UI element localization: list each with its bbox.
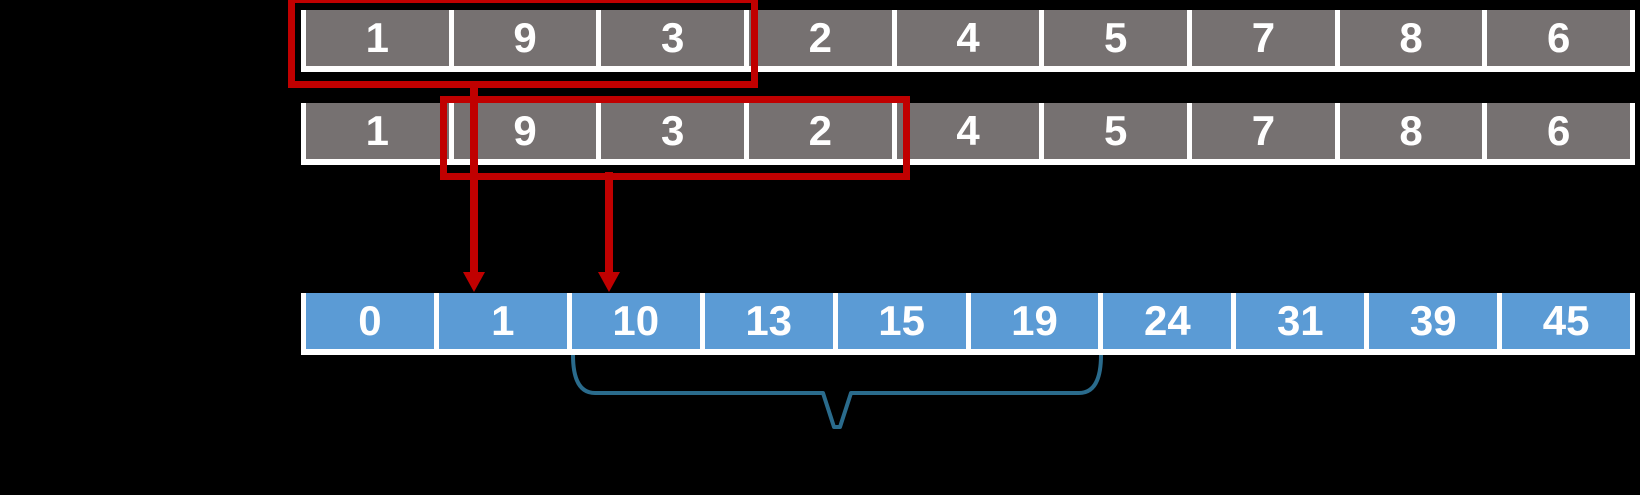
array-cell: 10 <box>571 293 700 349</box>
array-cell: 24 <box>1103 293 1232 349</box>
array-cell: 6 <box>1487 10 1631 66</box>
sliding-window-rect-top <box>288 0 758 88</box>
array-cell: 1 <box>438 293 567 349</box>
array-cell: 1 <box>306 103 449 159</box>
array-cell: 39 <box>1369 293 1498 349</box>
array-cell: 4 <box>896 10 1040 66</box>
array-cell: 2 <box>749 10 892 66</box>
array-cell: 7 <box>1192 10 1335 66</box>
window-start-arrow-head-icon <box>463 272 485 292</box>
array-cell: 1 <box>306 10 449 66</box>
array-cell: 8 <box>1339 103 1483 159</box>
array-cell: 5 <box>1044 10 1188 66</box>
array-cell: 45 <box>1502 293 1631 349</box>
array-cell: 13 <box>704 293 833 349</box>
array-cell: 4 <box>896 103 1040 159</box>
array-cell: 0 <box>306 293 434 349</box>
array-cell: 5 <box>1044 103 1188 159</box>
window-start-arrow-line <box>470 82 478 274</box>
array-cell: 7 <box>1192 103 1335 159</box>
sliding-window-rect-bottom <box>440 96 910 180</box>
array-cell: 6 <box>1487 103 1631 159</box>
array-cell: 3 <box>601 10 745 66</box>
array-cell: 3 <box>601 103 745 159</box>
array-cell: 19 <box>970 293 1099 349</box>
array-cell: 8 <box>1339 10 1483 66</box>
window-end-arrow-head-icon <box>598 272 620 292</box>
window-end-arrow-line <box>605 172 613 274</box>
array-cell: 15 <box>837 293 966 349</box>
array-cell: 31 <box>1236 293 1365 349</box>
array-cell: 9 <box>453 10 597 66</box>
array-cell: 2 <box>749 103 892 159</box>
